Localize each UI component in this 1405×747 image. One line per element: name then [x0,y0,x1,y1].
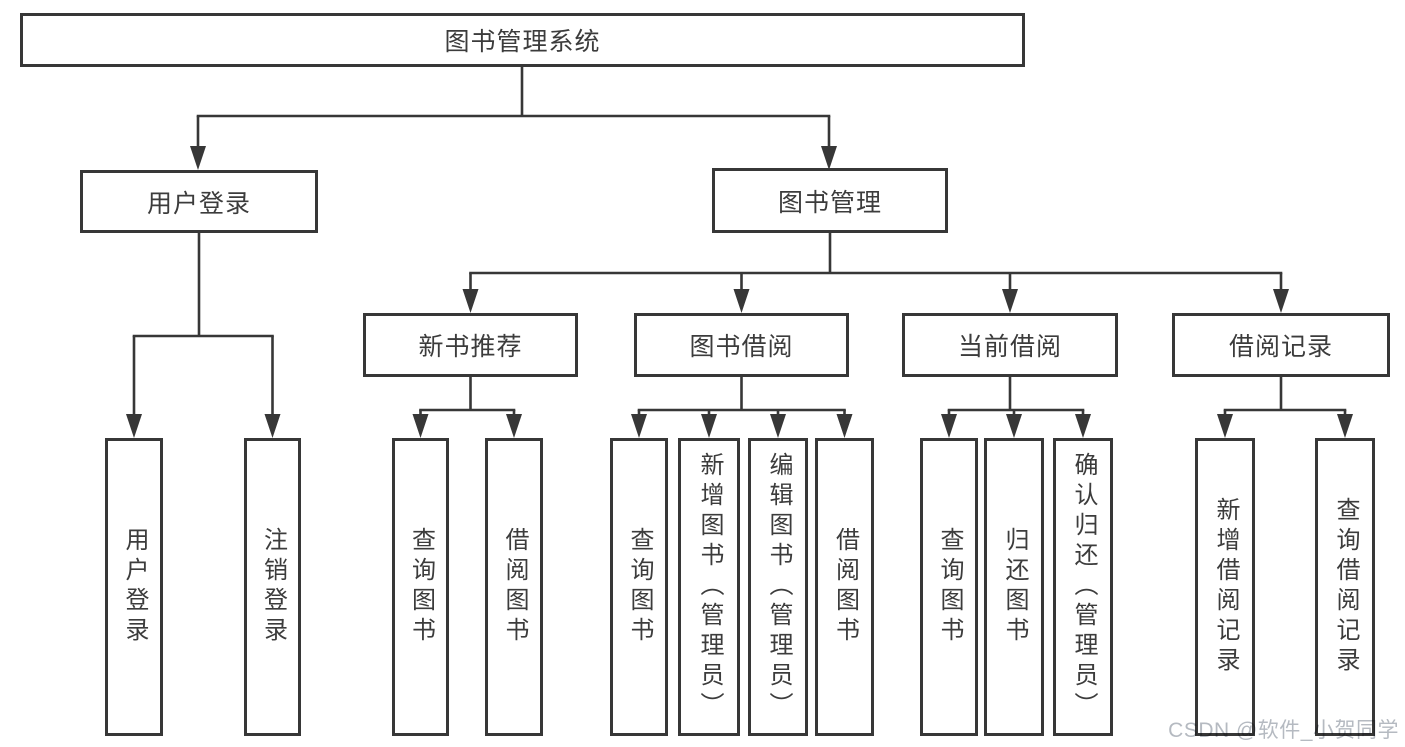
node-label: 新书推荐 [418,333,523,361]
node-new-book-recommend: 新书推荐 [363,313,578,377]
node-label: 新增图书（管理员） [696,452,723,722]
leaf-br-add-borrow-record: 新增借阅记录 [1195,438,1255,736]
leaf-cb-query-books: 查询图书 [920,438,978,736]
node-current-borrowing: 当前借阅 [902,313,1118,377]
node-root-library-management-system: 图书管理系统 [20,13,1025,67]
node-user-login-module: 用户登录 [80,170,318,233]
node-label: 确认归还（管理员） [1070,452,1097,722]
leaf-bb-edit-books-admin: 编辑图书（管理员） [748,438,808,736]
leaf-bb-query-books: 查询图书 [610,438,668,736]
leaf-logout: 注销登录 [244,438,301,736]
leaf-bb-borrow-books: 借阅图书 [815,438,874,736]
node-label: 借阅记录 [1228,333,1333,361]
node-label: 借阅图书 [501,527,528,647]
leaf-cb-confirm-return-admin: 确认归还（管理员） [1053,438,1113,736]
node-book-borrowing: 图书借阅 [634,313,849,377]
node-label: 用户登录 [146,189,251,218]
leaf-user-login: 用户登录 [105,438,163,736]
node-label: 用户登录 [121,527,148,647]
leaf-nbr-borrow-books: 借阅图书 [485,438,543,736]
node-label: 编辑图书（管理员） [765,452,792,722]
node-label: 归还图书 [1001,527,1028,647]
leaf-nbr-query-books: 查询图书 [392,438,449,736]
node-label: 借阅图书 [831,527,859,647]
node-label: 查询借阅记录 [1332,497,1359,677]
node-borrow-records: 借阅记录 [1172,313,1390,377]
node-book-management-module: 图书管理 [712,168,948,233]
node-label: 新增借阅记录 [1212,497,1239,677]
csdn-watermark: CSDN @软件_小贺同学 [1168,719,1399,742]
leaf-br-query-borrow-record: 查询借阅记录 [1315,438,1375,736]
leaf-cb-return-books: 归还图书 [984,438,1044,736]
node-label: 查询图书 [626,527,653,647]
node-label: 图书管理 [777,188,882,217]
node-label: 注销登录 [259,527,287,647]
node-label: 图书管理系统 [444,28,601,56]
node-label: 查询图书 [407,527,435,647]
node-label: 图书借阅 [689,333,794,361]
leaf-bb-add-books-admin: 新增图书（管理员） [678,438,740,736]
node-label: 当前借阅 [957,333,1062,361]
node-label: 查询图书 [936,527,963,647]
